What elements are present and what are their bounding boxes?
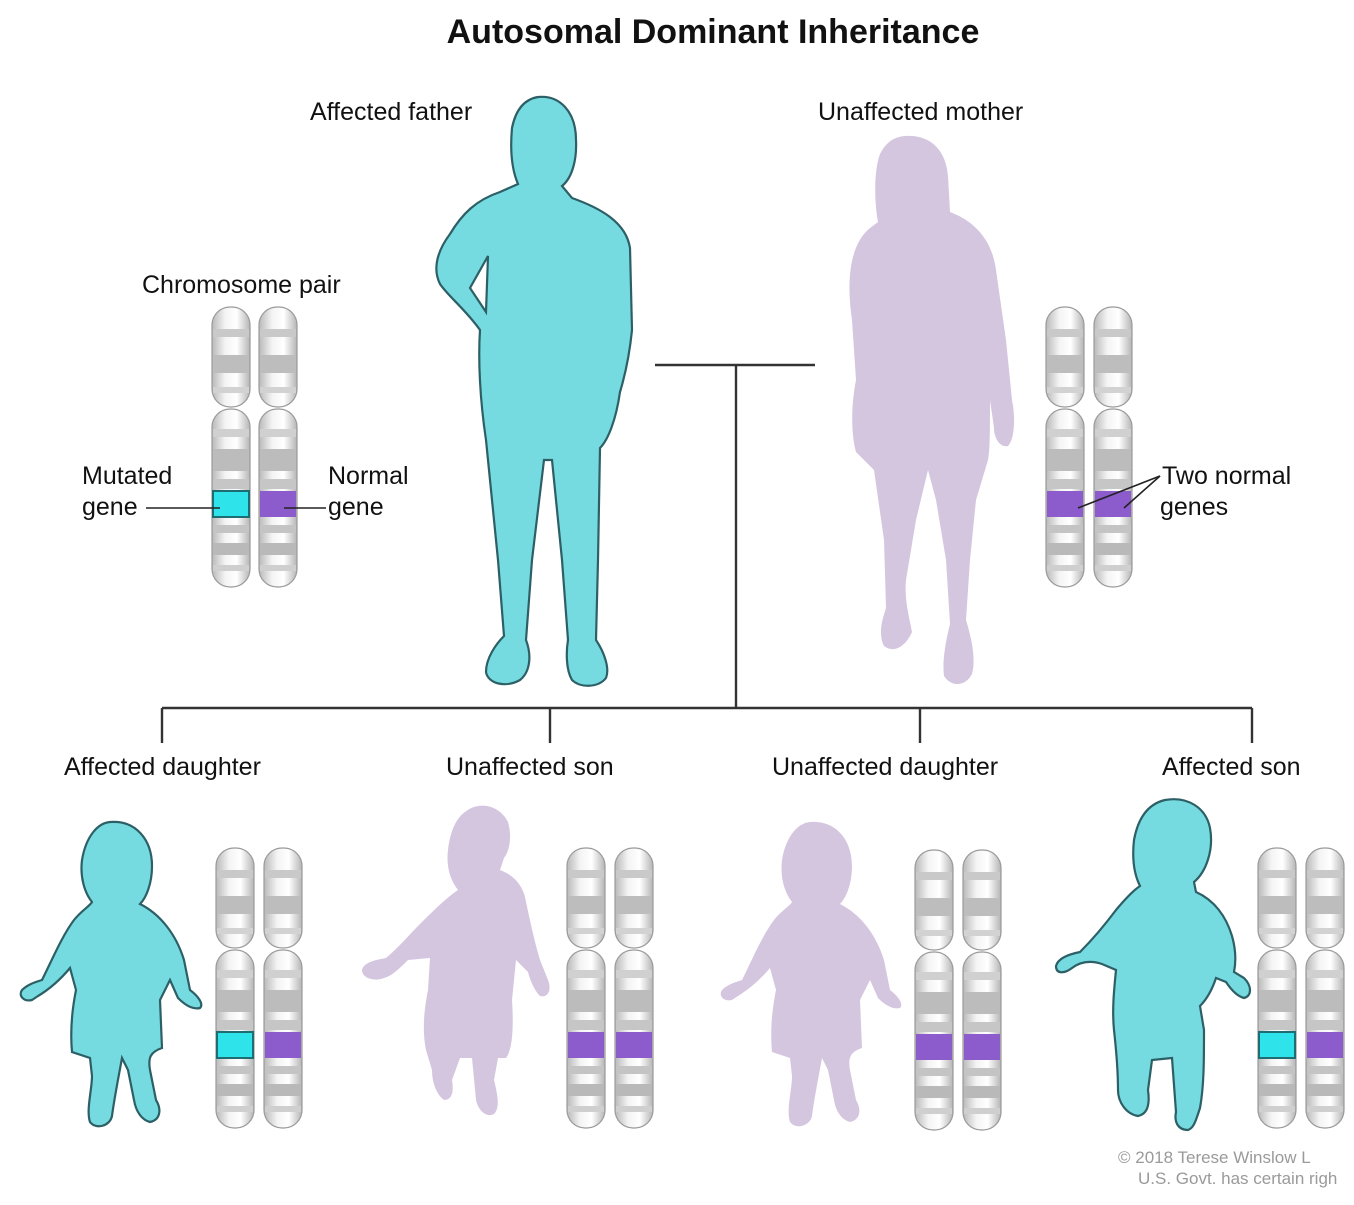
normal-gene-label-line1: Normal [328,462,409,490]
unaffected-son-figure [362,805,550,1116]
unaffected-daughter-figure [720,821,902,1127]
unaffected-son-normal-gene-left [568,1032,604,1058]
child-label-affected-daughter: Affected daughter [64,753,261,781]
mutated-gene-label-line2: gene [82,493,138,521]
father-chromosome-pair [211,306,298,588]
mutated-gene-label-line1: Mutated [82,462,172,490]
affected-daughter-chromosomes [215,847,303,1129]
father-label: Affected father [310,98,472,126]
unaffected-son-chromosomes [566,847,654,1129]
mother-normal-gene-right [1095,491,1131,517]
two-normal-genes-label-line1: Two normal [1162,462,1291,490]
affected-daughter-mutated-gene [216,1031,254,1059]
child-label-affected-son: Affected son [1162,753,1301,781]
father-chromatid-right [258,306,298,588]
two-normal-genes-label-line2: genes [1160,493,1228,521]
unaffected-daughter-normal-gene-left [916,1034,952,1060]
unaffected-daughter-chromosomes [914,849,1002,1131]
normal-gene-label-line2: gene [328,493,384,521]
affected-daughter-normal-gene [265,1032,301,1058]
mother-chromatid-right [1093,306,1133,588]
father-mutated-gene [212,490,250,518]
diagram-title: Autosomal Dominant Inheritance [447,13,980,51]
affected-father-figure [435,95,634,687]
affected-son-mutated-gene [1258,1031,1296,1059]
unaffected-mother-figure [849,135,1015,685]
affected-son-chromosomes [1257,847,1345,1129]
two-normal-leader-left [1077,475,1161,509]
mother-chromosome-pair [1045,306,1133,588]
family-tree-lines [160,363,1254,743]
father-chromatid-left [211,306,251,588]
mother-normal-gene-left [1047,491,1083,517]
unaffected-daughter-normal-gene-right [964,1034,1000,1060]
affected-daughter-figure [19,820,203,1128]
mother-chromatid-left [1045,306,1085,588]
mother-label: Unaffected mother [818,98,1023,126]
chromosome-pair-label: Chromosome pair [142,271,341,299]
affected-son-normal-gene [1307,1032,1343,1058]
child-label-unaffected-daughter: Unaffected daughter [772,753,998,781]
child-label-unaffected-son: Unaffected son [446,753,614,781]
affected-son-figure [1054,798,1252,1132]
father-normal-gene [260,491,296,517]
credit-line2: U.S. Govt. has certain righ [1138,1169,1337,1188]
two-normal-leader-right [1123,475,1161,509]
unaffected-son-normal-gene-right [616,1032,652,1058]
credit-line1: © 2018 Terese Winslow L [1118,1148,1311,1167]
